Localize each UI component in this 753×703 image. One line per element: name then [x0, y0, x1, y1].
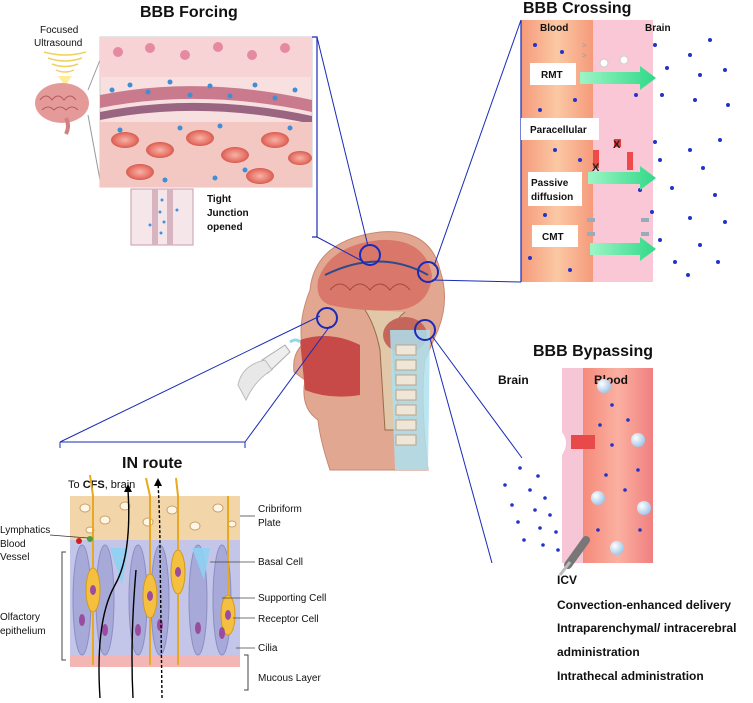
paracellular-box — [521, 118, 599, 140]
lymphatics-dot — [87, 536, 93, 542]
bbb-crossing-panel: BBB Crossing Blood Brain > > RMT — [520, 0, 730, 282]
epithelium-label: epithelium — [0, 626, 46, 637]
head-cross-section — [237, 231, 445, 471]
in-route-panel: IN route To CFS, brain — [0, 441, 326, 699]
receptor-cell-label: Receptor Cell — [258, 614, 319, 625]
crossing-particles — [528, 38, 730, 277]
forcing-focus-circle — [359, 244, 381, 266]
paracellular-label: Paracellular — [530, 125, 587, 136]
to-cfs-label: To CFS, brain — [68, 479, 135, 491]
lymphatics-label: Lymphatics — [0, 525, 50, 536]
passive-box — [528, 172, 582, 206]
supporting-cell-label: Supporting Cell — [258, 593, 326, 604]
plate-label: Plate — [258, 518, 281, 529]
bypass-particles — [503, 403, 642, 552]
cribriform-plate — [70, 496, 240, 540]
opened-label: opened — [207, 222, 243, 233]
bbb-bypassing-title: BBB Bypassing — [533, 343, 653, 360]
bypass-method-intrathecal: Intrathecal administration — [557, 669, 704, 683]
ultrasound-icon: Focused Ultrasound — [34, 25, 87, 86]
diffusion-label: diffusion — [531, 192, 573, 203]
rmt-row: > > RMT — [530, 41, 656, 90]
cmt-box — [532, 225, 578, 247]
bypass-blood-region — [583, 368, 653, 563]
cmt-label: CMT — [542, 232, 564, 243]
olfactory-label: Olfactory — [0, 612, 40, 623]
rmt-label: RMT — [541, 70, 563, 81]
transport-paths — [98, 481, 163, 699]
junction-label: Junction — [207, 208, 249, 219]
cmt-row: CMT — [532, 218, 656, 261]
crossing-focus-circle — [417, 261, 439, 283]
red-blood-cells — [111, 130, 312, 184]
bypass-spheres — [591, 379, 651, 555]
cilia-label: Cilia — [258, 643, 278, 654]
focused-label: Focused — [40, 25, 78, 36]
forcing-bracket — [312, 36, 318, 238]
bypass-method-administration: administration — [557, 645, 640, 659]
svg-text:X: X — [613, 139, 621, 151]
tight-junction-inset — [130, 188, 194, 246]
vessel-label: Vessel — [0, 552, 29, 563]
bbb-crossing-title: BBB Crossing — [523, 0, 631, 17]
tight-label: Tight — [207, 194, 232, 205]
connector-lines — [59, 19, 523, 564]
bypass-focus-circle — [414, 319, 436, 341]
bbb-forcing-title: BBB Forcing — [140, 4, 238, 21]
bbb-forcing-panel: BBB Forcing Focused Ultrasound — [34, 4, 318, 246]
mucous-layer-label: Mucous Layer — [258, 673, 321, 684]
cmt-arrow-icon — [590, 237, 656, 261]
in-route-title: IN route — [122, 455, 183, 472]
blood-vessel-dot — [76, 538, 82, 544]
rmt-box — [530, 63, 576, 85]
crossing-blood-label: Blood — [540, 23, 568, 34]
bbb-vessel-illustration — [99, 36, 313, 188]
bypass-method-ced: Convection-enhanced delivery — [557, 598, 731, 612]
paracellular-row: Paracellular X X — [521, 118, 633, 174]
svg-text:X: X — [592, 162, 600, 174]
basal-cell-label: Basal Cell — [258, 557, 303, 568]
bbb-bypassing-panel: BBB Bypassing Brain Blood ICV Convection… — [492, 343, 736, 683]
svg-text:>: > — [582, 51, 587, 60]
catheter-icon — [564, 536, 590, 569]
bypass-brain-label: Brain — [498, 373, 529, 387]
small-brain-icon — [35, 83, 89, 135]
cribriform-label: Cribriform — [258, 504, 302, 515]
passive-arrow-icon — [588, 166, 656, 190]
passive-diffusion-row: Passive diffusion — [528, 166, 656, 206]
bypass-method-intraparenchymal: Intraparenchymal/ intracerebral — [557, 621, 736, 635]
bypass-method-icv: ICV — [557, 573, 577, 587]
mucous-layer — [70, 655, 240, 667]
svg-text:>: > — [582, 41, 587, 50]
brain-wall — [562, 368, 583, 563]
rmt-arrow-icon — [580, 66, 656, 90]
passive-label: Passive — [531, 178, 569, 189]
crossing-brain-label: Brain — [645, 23, 671, 34]
blood-label: Blood — [0, 539, 26, 550]
ultrasound-label: Ultrasound — [34, 38, 82, 49]
drug-particles — [109, 79, 298, 183]
